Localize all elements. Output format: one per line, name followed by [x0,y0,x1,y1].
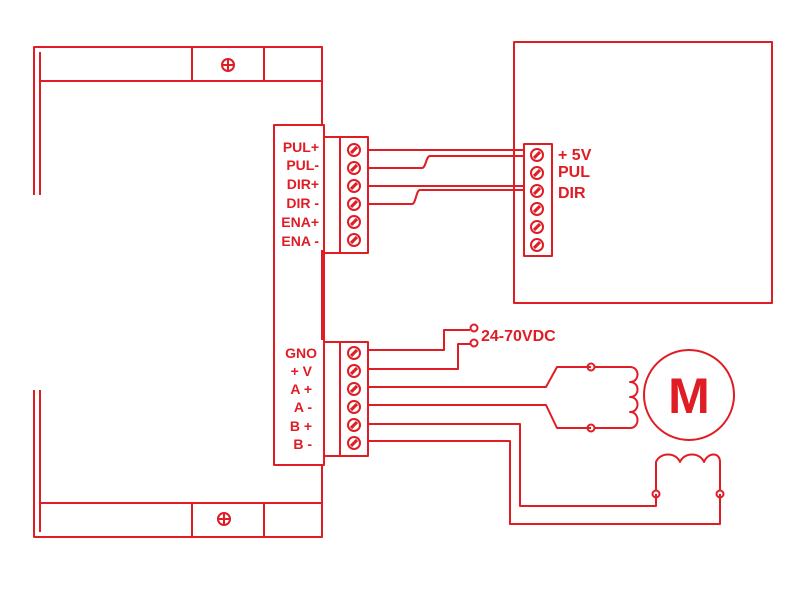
controller-label-dir: DIR [558,185,586,202]
terminal-label-dir-minus: DIR - [286,195,319,211]
control-terminal-screws [347,143,361,247]
terminal-screw-icon [347,179,361,193]
controller-terminal-screws [530,148,544,252]
terminal-screw-icon [347,382,361,396]
terminal-label-v-plus: + V [291,363,313,379]
control-terminal-block [324,136,369,254]
crosshair-screw-icon [221,58,235,72]
terminal-label-ena-plus: ENA+ [281,214,319,230]
phase-a-coil [594,366,639,429]
power-terminal-block [324,341,369,457]
phase-a-wires [368,362,596,433]
power-terminal-screws [347,346,361,450]
controller-box [513,41,773,304]
terminal-screw-icon [530,148,544,162]
motor-label: M [668,368,710,424]
controller-terminal-block [523,143,553,257]
terminal-screw-icon [347,346,361,360]
control-wires [368,149,523,205]
power-supply-label: 24-70VDC [481,328,556,345]
driver-body [33,46,325,538]
power-terminal-labels: GNO + V A + A - B + B - [285,345,317,452]
terminal-screw-icon [347,364,361,378]
terminal-label-dir-plus: DIR+ [287,176,319,192]
terminal-label-ena-minus: ENA - [281,233,319,249]
control-terminal-labels: PUL+ PUL- DIR+ DIR - ENA+ ENA - [281,139,319,249]
terminal-screw-icon [347,400,361,414]
controller-label-5v: + 5V [558,147,592,164]
controller-label-pul: PUL [558,164,590,181]
motor-circle [643,349,735,441]
terminal-screw-icon [530,166,544,180]
terminal-screw-icon [347,143,361,157]
terminal-label-b-plus: B + [290,418,312,434]
terminal-label-a-plus: A + [290,381,312,397]
terminal-screw-icon [347,161,361,175]
terminal-label-b-minus: B - [293,436,312,452]
controller-signal-labels: + 5V PUL DIR [558,147,592,202]
terminal-label-a-minus: A - [294,399,312,415]
phase-b-coil [655,453,721,490]
terminal-screw-icon [347,215,361,229]
crosshair-screw-icon [217,512,231,526]
terminal-screw-icon [347,418,361,432]
terminal-label-pul-minus: PUL- [286,157,319,173]
terminal-screw-icon [530,238,544,252]
phase-b-wires [368,423,725,525]
terminal-screw-icon [347,197,361,211]
terminal-screw-icon [530,202,544,216]
terminal-screw-icon [530,184,544,198]
terminal-label-gnd: GNO [285,345,317,361]
terminal-screw-icon [347,436,361,450]
terminal-screw-icon [347,233,361,247]
power-supply-wires [368,323,479,370]
terminal-screw-icon [530,220,544,234]
terminal-label-pul-plus: PUL+ [283,139,319,155]
